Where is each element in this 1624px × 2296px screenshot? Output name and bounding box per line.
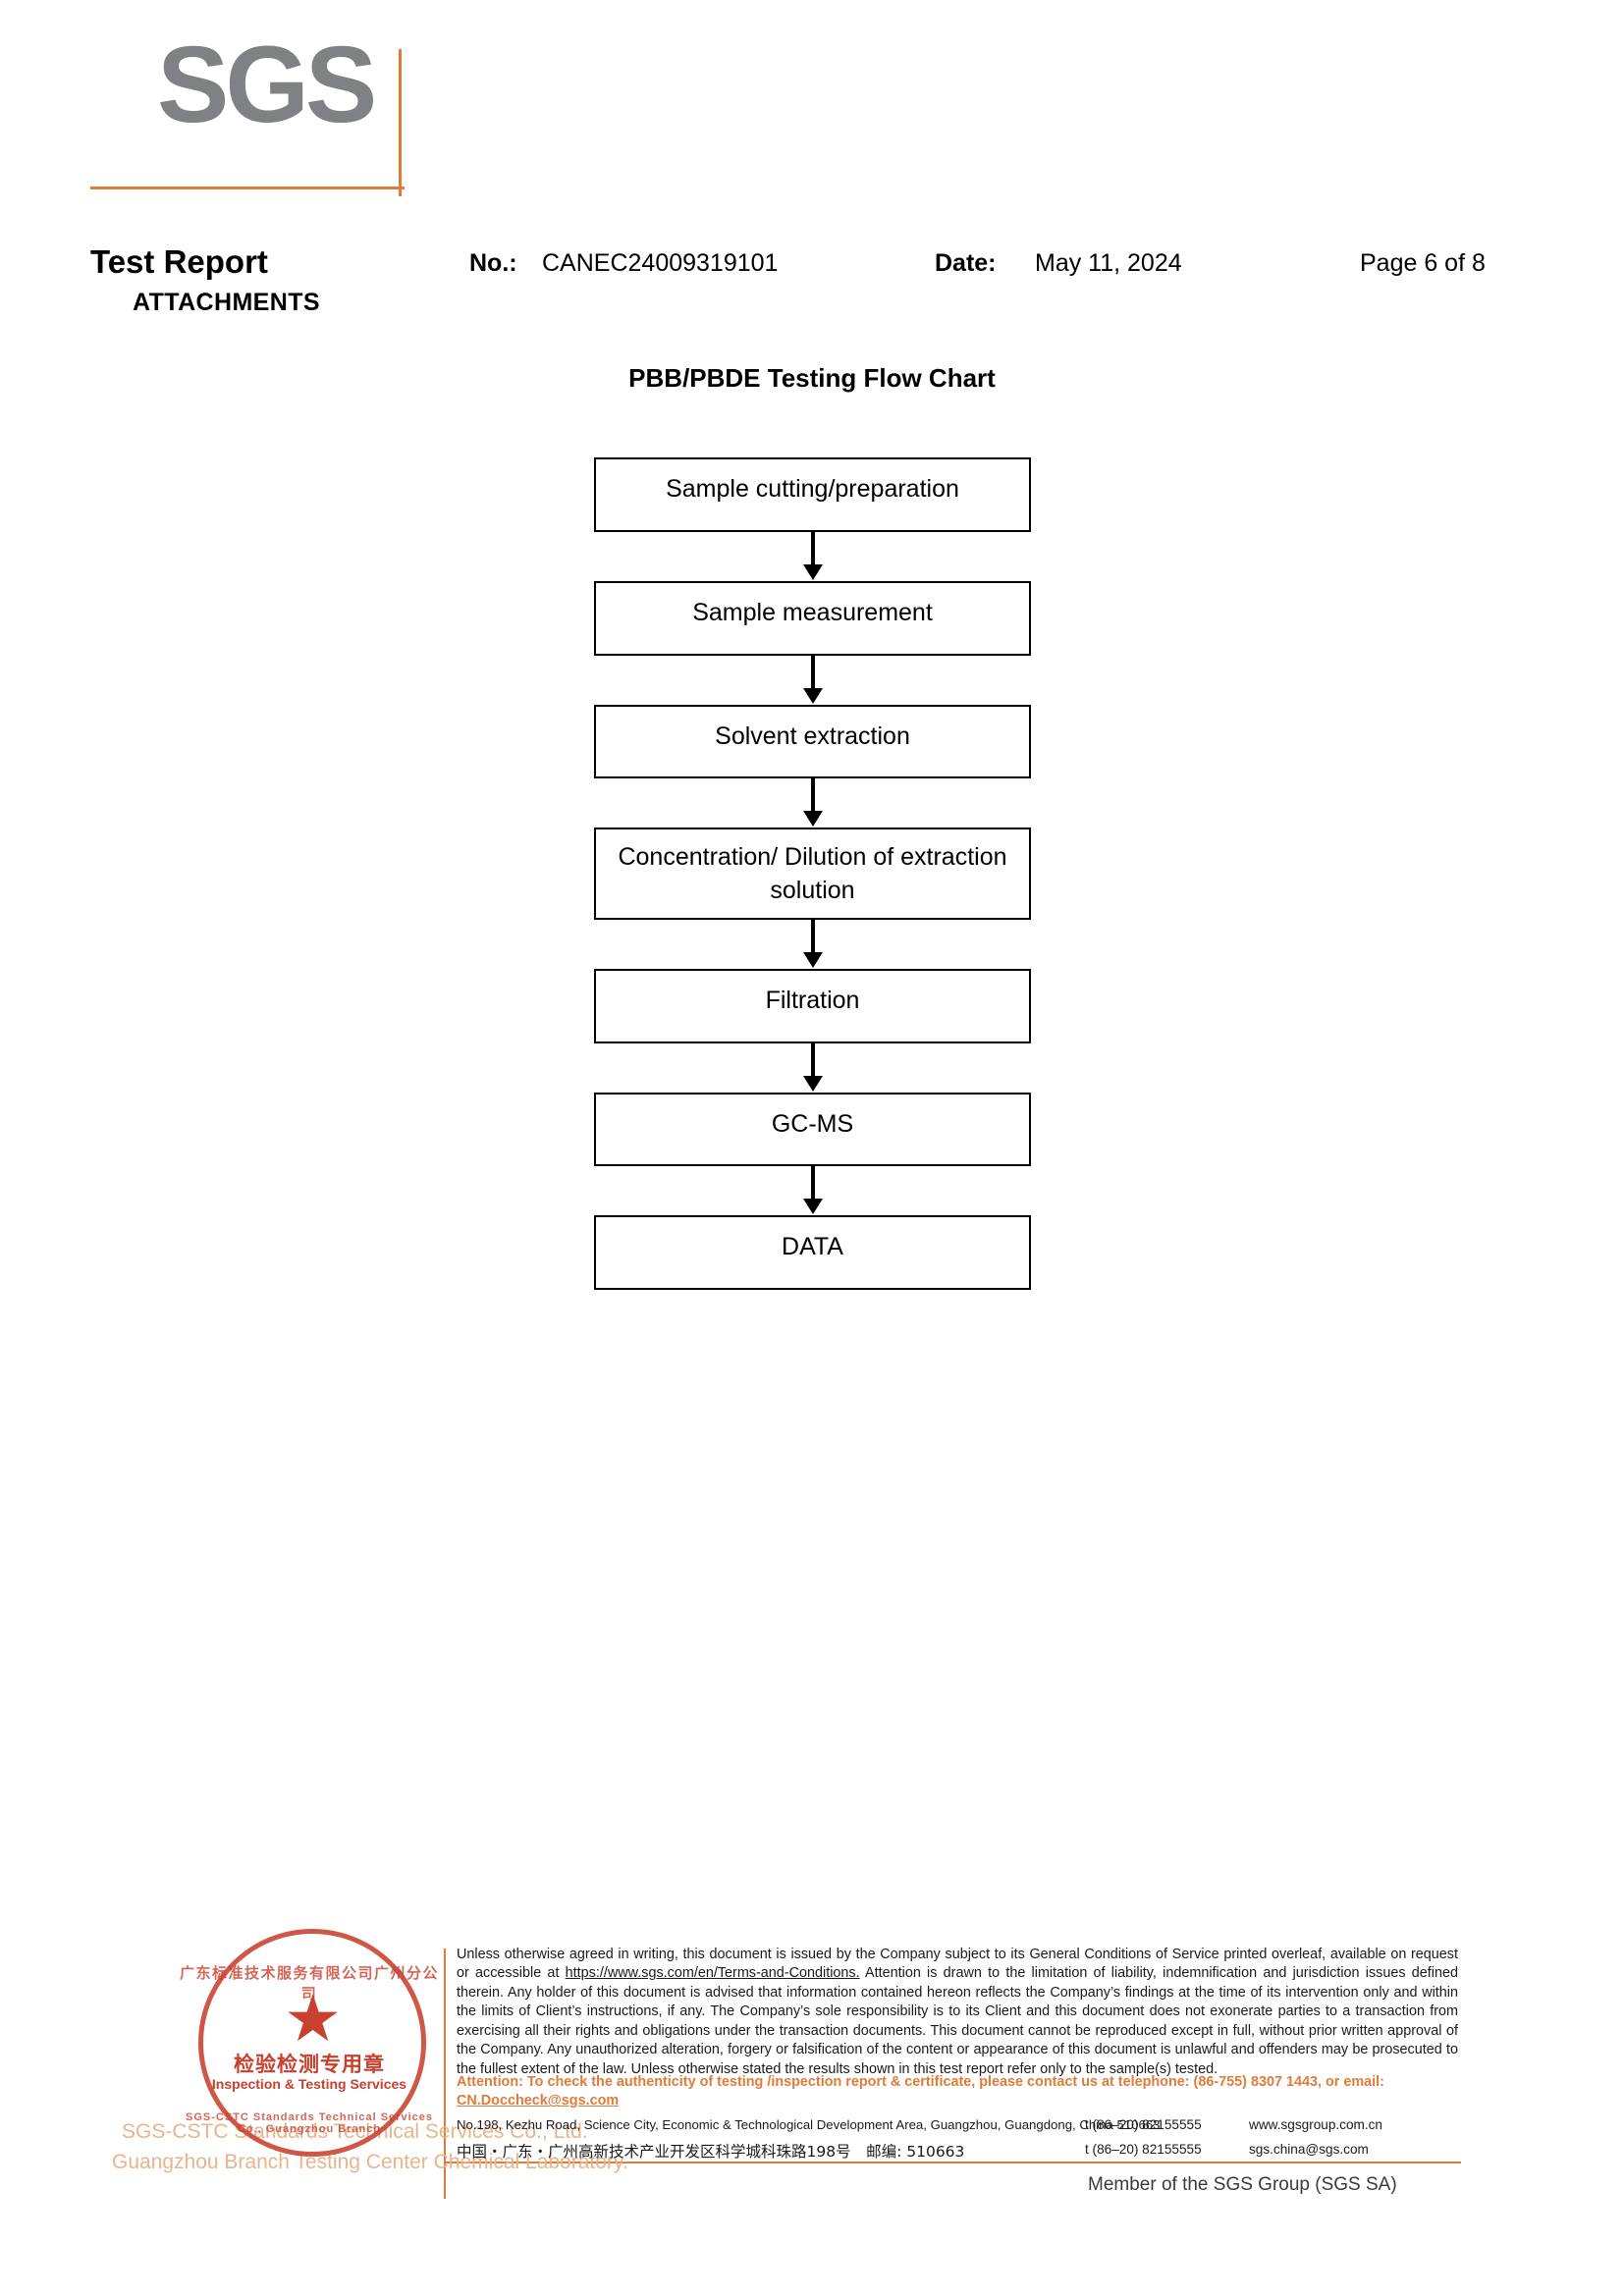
sgs-group-member-line: Member of the SGS Group (SGS SA): [1088, 2174, 1397, 2195]
flow-arrow-icon: [594, 1166, 1031, 1215]
report-no-label: No.:: [469, 249, 517, 277]
sgs-logo: SGS: [0, 0, 1624, 226]
logo-vertical-rule: [399, 49, 402, 196]
page-subtitle: ATTACHMENTS: [133, 289, 320, 316]
stamp-arc-top-text: 广东标准技术服务有限公司广州分公司: [179, 1965, 439, 2002]
legal-text-part-2: Attention is drawn to the limitation of …: [457, 1965, 1459, 2077]
flow-node: Sample measurement: [594, 580, 1031, 656]
stamp-english-label: Inspection & Testing Services: [211, 2076, 407, 2092]
legal-disclaimer: Unless otherwise agreed in writing, this…: [457, 1946, 1458, 2079]
report-date-label: Date:: [935, 249, 997, 277]
inspection-stamp: SGS-CSTC Standards Technical Services Co…: [112, 1919, 628, 2184]
flow-node: Filtration: [594, 968, 1031, 1043]
attention-notice: Attention: To check the authenticity of …: [457, 2073, 1458, 2111]
flow-arrow-icon: [594, 531, 1031, 581]
report-no-value: CANEC24009319101: [542, 249, 779, 277]
report-header-row: Test Report ATTACHMENTS No.: CANEC240093…: [0, 243, 1624, 332]
address-english: No.198, Kezhu Road, Science City, Econom…: [457, 2117, 1161, 2132]
flow-node: DATA: [594, 1215, 1031, 1290]
flow-node: Sample cutting/preparation: [594, 457, 1031, 532]
stamp-arc-bottom-text: SGS-CSTC Standards Technical Services Co…: [186, 2111, 433, 2135]
flow-arrow-icon: [594, 655, 1031, 705]
email-link[interactable]: sgs.china@sgs.com: [1249, 2142, 1369, 2157]
legal-text-part-1: Unless otherwise agreed in writing, this…: [457, 1947, 1458, 1982]
terms-and-conditions-link[interactable]: https://www.sgs.com/en/Terms-and-Conditi…: [565, 1965, 860, 1982]
flow-node: GC-MS: [594, 1092, 1031, 1167]
doccheck-email-link[interactable]: CN.Doccheck@sgs.com: [457, 2093, 620, 2109]
sgs-logo-text: SGS: [157, 25, 377, 145]
flow-chart-title: PBB/PBDE Testing Flow Chart: [628, 363, 996, 393]
report-date-value: May 11, 2024: [1035, 249, 1182, 277]
footer-horizontal-divider: [444, 2162, 1461, 2163]
stamp-chinese-label: 检验检测专用章: [234, 2053, 385, 2076]
flow-node: Concentration/ Dilution of extraction so…: [594, 828, 1031, 920]
flow-chart: Sample cutting/preparation Sample measur…: [594, 457, 1041, 1290]
flow-node: Solvent extraction: [594, 704, 1031, 779]
flow-arrow-icon: [594, 919, 1031, 969]
flow-arrow-icon: [594, 778, 1031, 828]
website-link[interactable]: www.sgsgroup.com.cn: [1249, 2117, 1382, 2132]
stamp-underlay-line-2: Guangzhou Branch Testing Center Chemical…: [112, 2151, 628, 2173]
telephone-line-1: t (86–20) 82155555: [1085, 2117, 1202, 2132]
page-indicator: Page 6 of 8: [1360, 249, 1486, 277]
telephone-line-2: t (86–20) 82155555: [1085, 2142, 1202, 2157]
attention-text: Attention: To check the authenticity of …: [457, 2074, 1384, 2090]
logo-horizontal-rule: [90, 187, 405, 189]
address-chinese: 中国・广东・广州高新技术产业开发区科学城科珠路198号 邮编: 510663: [457, 2143, 965, 2161]
page-title: Test Report: [90, 243, 268, 280]
footer-vertical-divider: [444, 1949, 446, 2199]
star-icon: ★: [284, 1982, 343, 2055]
flow-arrow-icon: [594, 1042, 1031, 1093]
stamp-circle-border: [198, 1929, 426, 2157]
